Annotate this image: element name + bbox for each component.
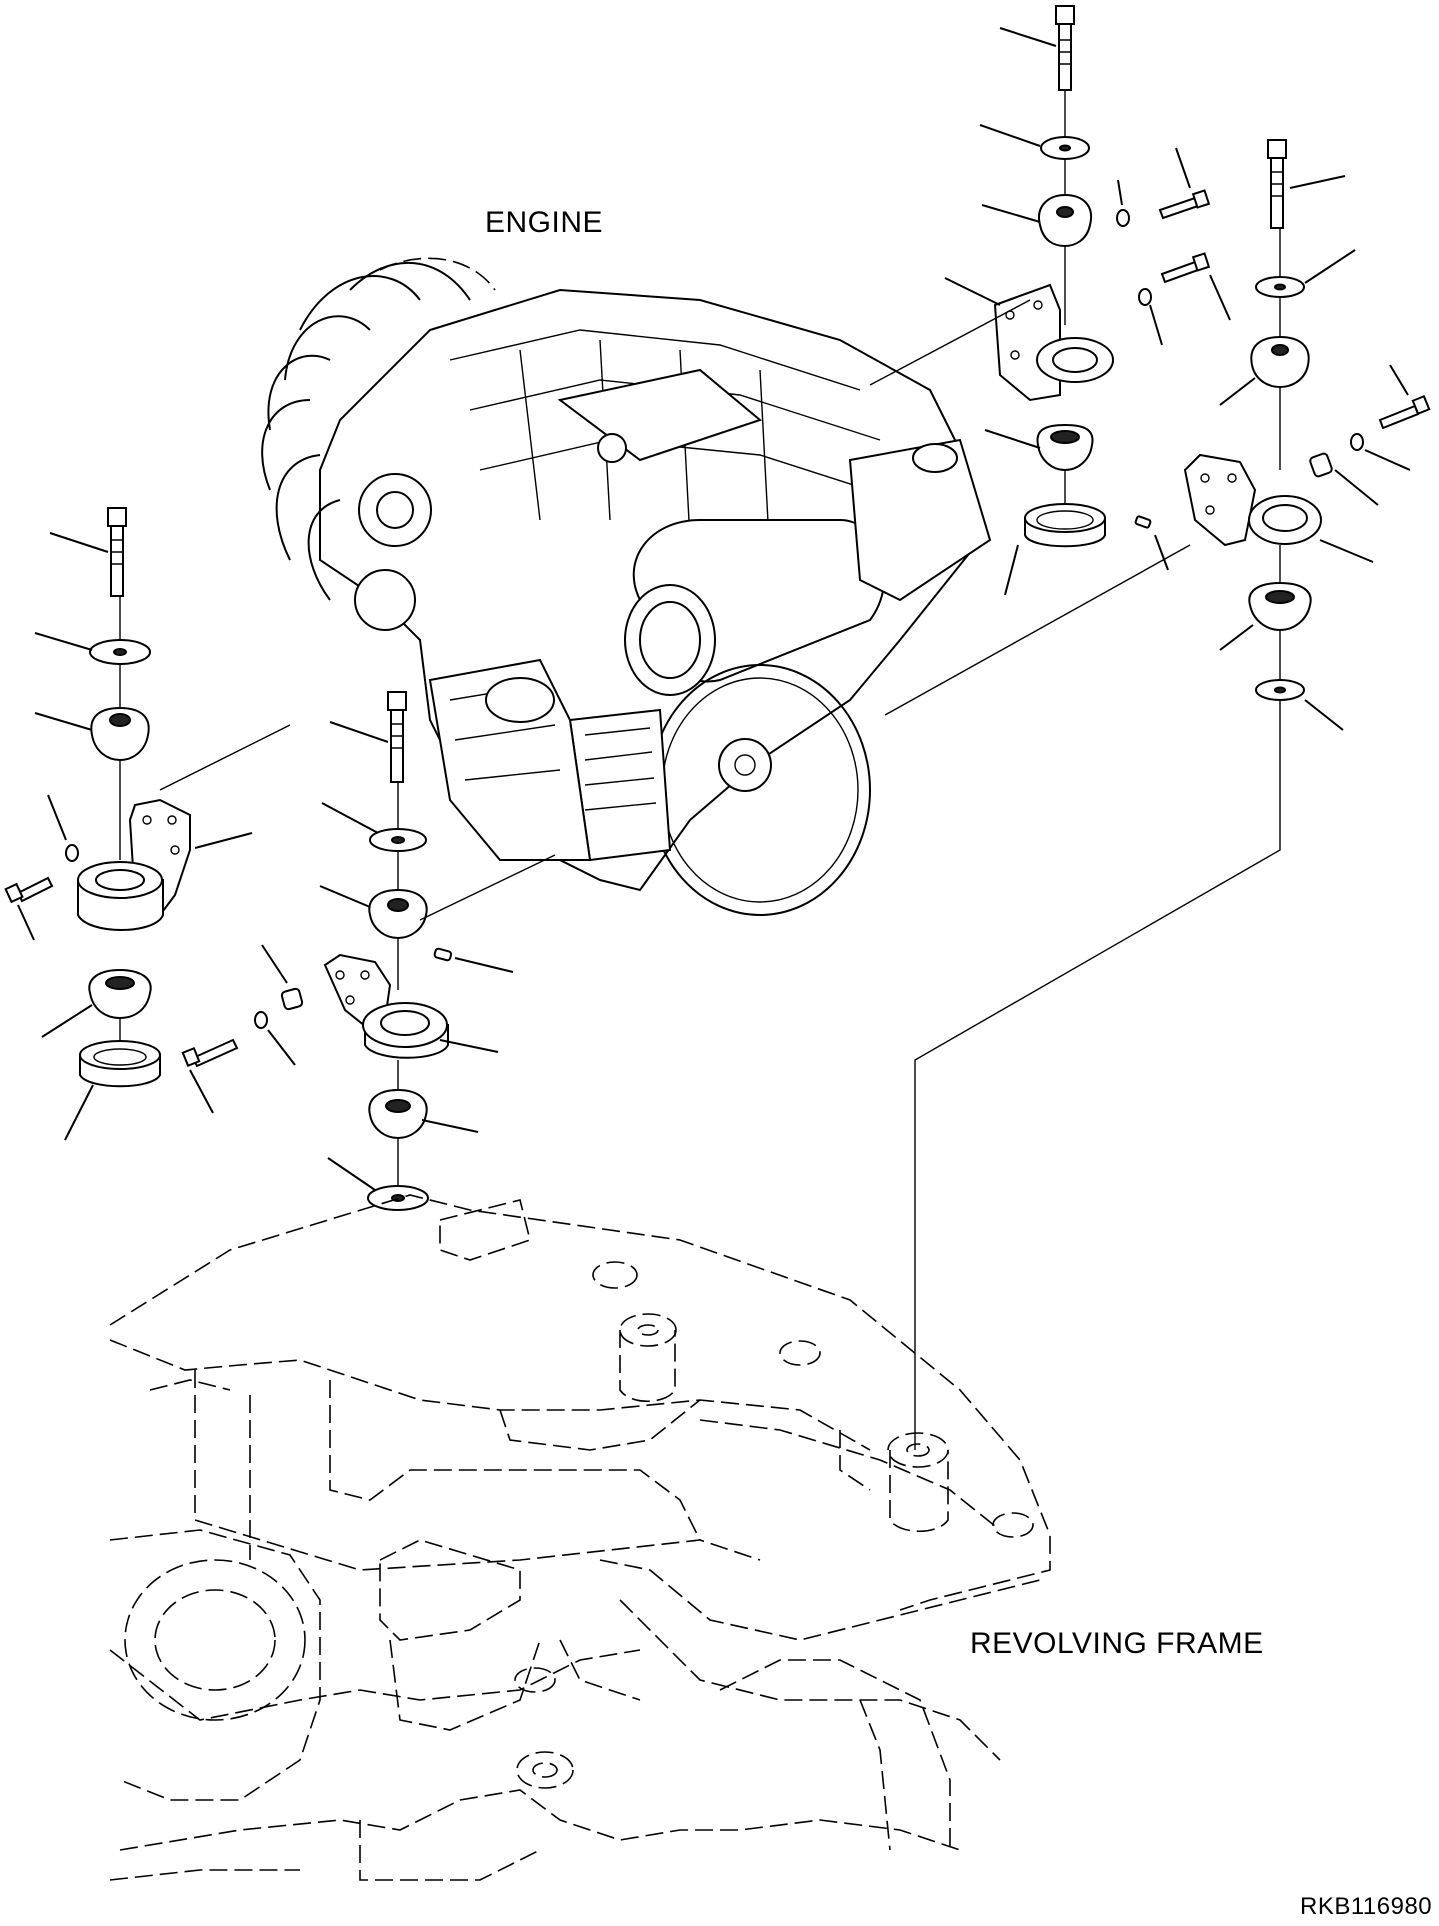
- cooling-fan: [261, 257, 496, 601]
- engine-illustration: [261, 257, 992, 916]
- drawing-code-label: RKB116980: [1300, 1893, 1433, 1920]
- mount-stack-center: [181, 691, 556, 1211]
- engine-label: ENGINE: [485, 206, 604, 239]
- revolving-frame-illustration: [109, 1194, 1051, 1881]
- mount-stack-right: [884, 139, 1431, 1450]
- mount-stack-left: [4, 507, 291, 1141]
- mount-stack-top-center: [869, 5, 1231, 596]
- revolving-frame-label: REVOLVING FRAME: [970, 1627, 1264, 1660]
